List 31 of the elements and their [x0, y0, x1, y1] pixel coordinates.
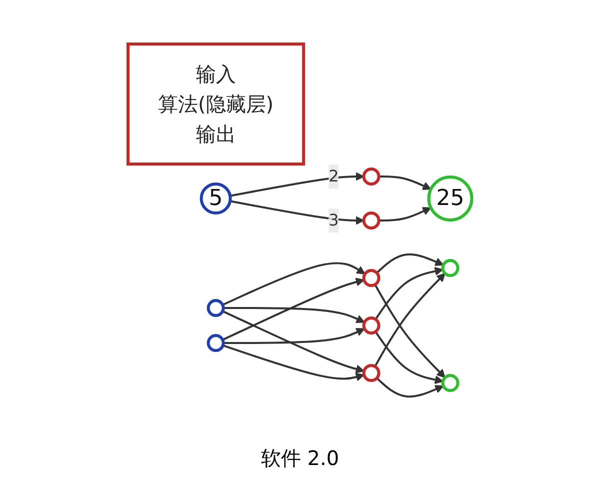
arrow — [222, 262, 366, 306]
arrow — [222, 310, 365, 374]
arrow — [222, 278, 365, 341]
arrow — [374, 284, 446, 378]
arrow — [223, 328, 365, 344]
node-circle: 5 — [200, 182, 232, 215]
arrow — [376, 378, 444, 398]
arrow — [378, 207, 432, 222]
caption: 软件 2.0 — [260, 445, 340, 472]
node-box: 输入 算法(隐藏层) 输出 — [126, 42, 306, 166]
arrow — [222, 344, 365, 382]
node-circle — [362, 212, 380, 230]
node-circle — [362, 168, 380, 186]
node-circle — [362, 269, 380, 288]
node-circle — [362, 364, 380, 382]
edge-label: 3 — [328, 210, 339, 230]
arrow — [230, 200, 364, 226]
arrow — [223, 307, 365, 324]
node-circle — [206, 299, 225, 318]
arrow — [376, 254, 444, 274]
node-circle — [441, 259, 460, 278]
node-circle — [206, 334, 225, 352]
arrow — [378, 176, 432, 190]
edge-label: 2 — [328, 166, 339, 186]
node-circle — [441, 374, 460, 392]
arrow — [374, 273, 446, 368]
arrow — [374, 267, 444, 320]
node-circle — [362, 316, 380, 335]
node-circle: 25 — [427, 176, 474, 222]
arrow — [230, 172, 364, 198]
arrow — [374, 331, 444, 384]
